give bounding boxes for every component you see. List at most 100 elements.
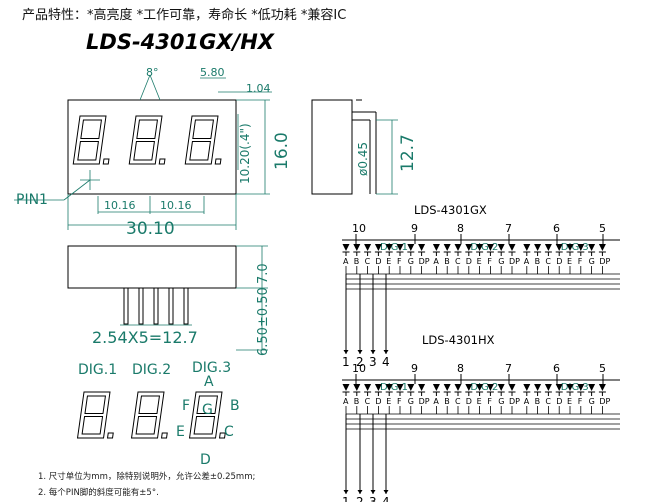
diode-2-dp: [508, 384, 516, 391]
segment-label: A: [524, 397, 530, 406]
diode-1-f: [396, 244, 404, 251]
diode-3-dp: [598, 384, 606, 391]
seg-label-b: B: [230, 398, 240, 414]
bottom-pin-3: 3: [369, 495, 377, 502]
diode-1-b: [353, 244, 361, 251]
diode-3-d: [555, 244, 563, 251]
front-digit-1: [72, 115, 110, 165]
digit-label-1: DIG.1: [380, 242, 408, 253]
bottom-pin-1: 1: [342, 495, 350, 502]
top-pin-5: 5: [599, 362, 606, 375]
diode-1-a: [342, 384, 350, 391]
dim-seg-width: 1.04: [246, 82, 271, 95]
segment-label: C: [455, 397, 461, 406]
diode-2-f: [486, 244, 494, 251]
dim-angle: 8°: [146, 66, 159, 79]
diode-3-b: [534, 384, 542, 391]
segment-label: C: [455, 257, 461, 266]
digit3-label: DIG.3: [192, 360, 232, 376]
diode-3-a: [523, 384, 531, 391]
lower-digit-1: [76, 391, 114, 439]
diode-3-e: [566, 244, 574, 251]
diode-3-g: [588, 244, 596, 251]
diode-1-e: [385, 244, 393, 251]
diode-3-a: [523, 244, 531, 251]
dim-height: 16.0: [272, 132, 292, 170]
dim-width: 30.10: [126, 219, 175, 239]
segment-label: B: [444, 257, 450, 266]
top-pin-7: 7: [505, 222, 512, 235]
segment-label: B: [535, 397, 541, 406]
diode-1-g: [407, 384, 415, 391]
segment-label: G: [498, 397, 504, 406]
side-view: [311, 99, 377, 195]
dim-pin-pitch-a: 10.16: [104, 199, 136, 212]
segment-label: G: [408, 257, 414, 266]
bottom-pin-4: 4: [382, 355, 390, 369]
segment-label: DP: [599, 397, 610, 406]
bottom-pin-4: [168, 287, 174, 325]
segment-label: C: [365, 257, 371, 266]
segment-label: F: [487, 257, 492, 266]
diode-3-d: [555, 384, 563, 391]
diode-2-c: [454, 384, 462, 391]
dim-pin-pitch-b: 10.16: [160, 199, 192, 212]
segment-label: DP: [419, 257, 430, 266]
segment-label: D: [466, 257, 472, 266]
lower-digit-2: [130, 391, 168, 439]
top-pin-9: 9: [411, 362, 418, 375]
segment-label: A: [433, 257, 439, 266]
seg-label-a: A: [204, 374, 214, 390]
segment-label: G: [589, 397, 595, 406]
model-title: LDS-4301GX/HX: [86, 30, 274, 54]
segment-label: F: [397, 257, 402, 266]
segment-label: DP: [509, 397, 520, 406]
diode-2-a: [432, 384, 440, 391]
dim-depth: 7.0: [256, 263, 271, 284]
top-pin-6: 6: [553, 362, 560, 375]
bottom-pin-5: [183, 287, 189, 325]
diode-1-c: [364, 384, 372, 391]
seg-label-g: G: [202, 402, 213, 418]
segment-label: A: [433, 397, 439, 406]
diode-1-dp: [418, 384, 426, 391]
segment-label: D: [375, 397, 381, 406]
diode-1-f: [396, 384, 404, 391]
bottom-pin-4: 4: [382, 495, 390, 502]
bottom-view: [67, 245, 237, 325]
segment-label: A: [524, 257, 530, 266]
front-digit-3: [184, 115, 222, 165]
bottom-pin-2: 2: [356, 355, 364, 369]
segment-label: DP: [509, 257, 520, 266]
diode-1-c: [364, 244, 372, 251]
note-2: 2. 每个PIN脚的斜度可能有±5°.: [38, 488, 159, 498]
note-1: 1. 尺寸单位为mm，除特别说明外，允许公差±0.25mm;: [38, 472, 256, 482]
bottom-pin-1: [123, 287, 129, 325]
segment-label: E: [386, 397, 391, 406]
features-header: 产品特性：*高亮度 *工作可靠，寿命长 *低功耗 *兼容IC: [22, 8, 347, 23]
diode-2-b: [443, 244, 451, 251]
diode-3-g: [588, 384, 596, 391]
digit-label-2: DIG.2: [470, 242, 498, 253]
dim-pin-length: 12.7: [398, 134, 418, 172]
front-digit-2: [128, 115, 166, 165]
top-pin-8: 8: [457, 222, 464, 235]
bottom-pin-3: [153, 287, 159, 325]
diode-3-e: [566, 384, 574, 391]
diode-3-f: [577, 244, 585, 251]
segment-label: E: [386, 257, 391, 266]
top-pin-5: 5: [599, 222, 606, 235]
seg-label-d: D: [200, 452, 211, 468]
digit-label-3: DIG.3: [561, 242, 589, 253]
dim-char-height: 10.20(.4"): [238, 123, 252, 184]
top-pin-8: 8: [457, 362, 464, 375]
bottom-pin-2: [138, 287, 144, 325]
segment-label: G: [589, 257, 595, 266]
front-view: [14, 74, 272, 230]
segment-label: E: [477, 397, 482, 406]
segment-label: A: [343, 257, 349, 266]
diode-2-d: [465, 244, 473, 251]
diode-2-f: [486, 384, 494, 391]
